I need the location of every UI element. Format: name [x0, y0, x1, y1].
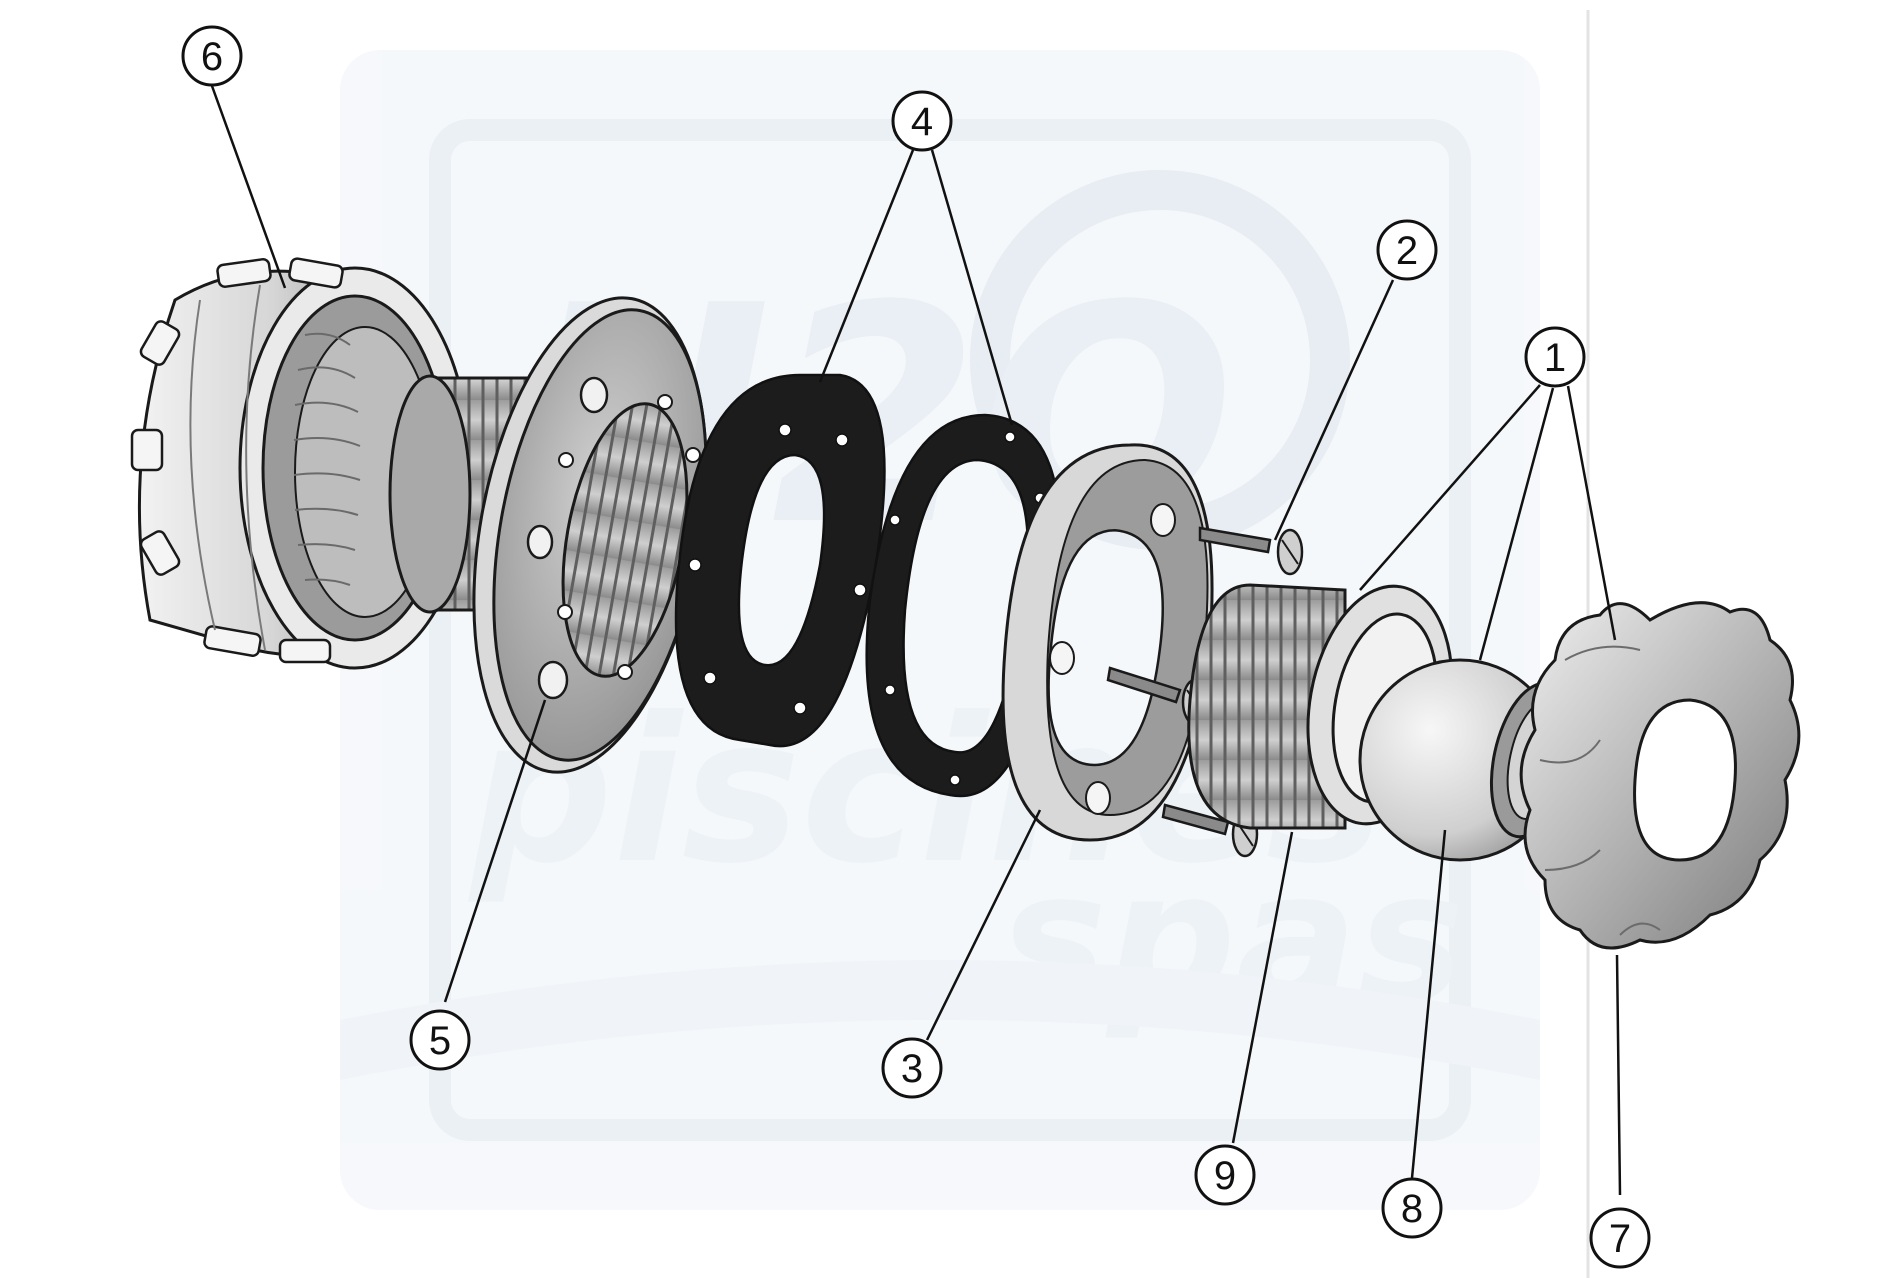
svg-text:2: 2 — [1396, 229, 1418, 273]
callouts: 6 4 2 1 5 3 9 8 — [181, 25, 1651, 1269]
callout-3: 3 — [881, 1037, 943, 1099]
svg-text:4: 4 — [911, 100, 933, 144]
svg-text:7: 7 — [1609, 1217, 1631, 1261]
svg-text:1: 1 — [1544, 336, 1566, 380]
leader-lines — [210, 85, 1622, 1196]
callout-2: 2 — [1376, 219, 1438, 281]
callout-8: 8 — [1381, 1177, 1443, 1239]
callout-7: 7 — [1589, 1207, 1651, 1269]
callout-6: 6 — [181, 25, 243, 87]
face-plate — [1001, 443, 1214, 842]
svg-text:5: 5 — [429, 1019, 451, 1063]
svg-text:9: 9 — [1214, 1154, 1236, 1198]
threaded-body-flange — [388, 296, 708, 774]
svg-text:8: 8 — [1401, 1187, 1423, 1231]
callout-1: 1 — [1524, 326, 1586, 388]
retaining-ring — [1519, 601, 1801, 950]
svg-text:6: 6 — [201, 35, 223, 79]
svg-text:3: 3 — [901, 1047, 923, 1091]
union-nut — [130, 257, 472, 670]
callout-9: 9 — [1194, 1144, 1256, 1206]
callout-5: 5 — [409, 1009, 471, 1071]
callout-4: 4 — [891, 90, 953, 152]
